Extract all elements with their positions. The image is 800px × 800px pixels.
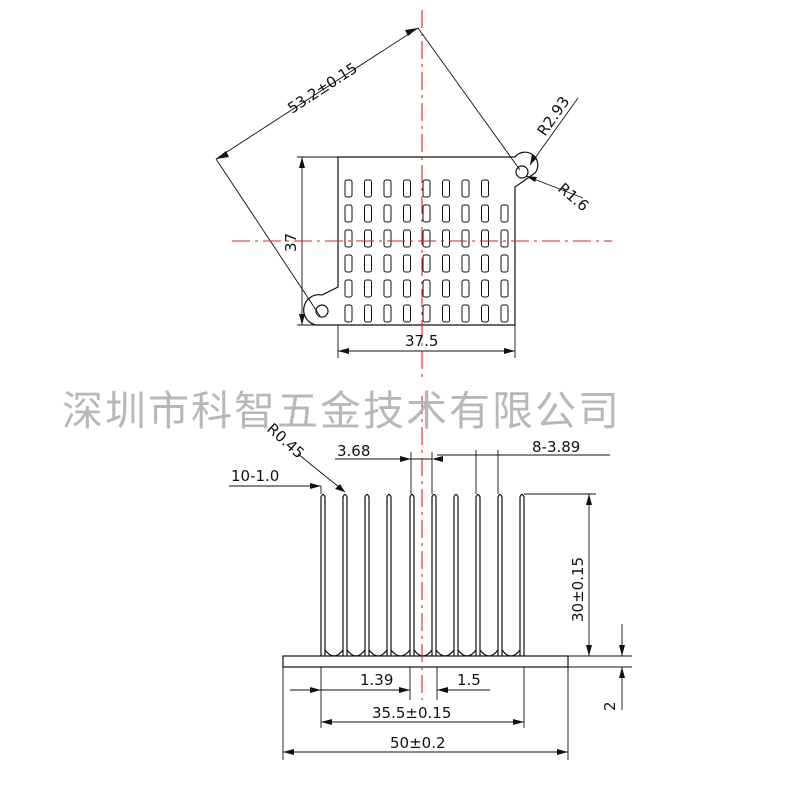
fin-slot <box>383 279 392 298</box>
fin-slot <box>383 229 392 248</box>
fin-gap-root <box>457 649 477 657</box>
fin-slot <box>481 179 489 198</box>
label-top-height: 37 <box>282 233 300 252</box>
fin-slot <box>500 204 509 223</box>
dimension-arrowheads <box>216 28 625 755</box>
mounting-hole-bottom-left <box>315 304 329 318</box>
fin-slot <box>422 229 431 248</box>
fin-slot <box>442 254 450 273</box>
label-fin-count-thickness: 10-1.0 <box>231 467 279 485</box>
fin-slot <box>383 204 392 223</box>
fin-slot <box>344 179 353 198</box>
fin-slot <box>383 179 392 198</box>
top-view-outline <box>303 151 539 326</box>
fin-slot <box>461 304 470 323</box>
fin-profile <box>342 493 348 656</box>
label-dim-a: 1.39 <box>360 671 393 689</box>
fin-slot <box>344 229 353 248</box>
fin-slot <box>403 204 411 223</box>
fin-slot <box>442 229 450 248</box>
fin-slot <box>422 304 431 323</box>
fin-slot <box>461 204 470 223</box>
fin-slot <box>403 179 411 198</box>
fin-slot <box>500 304 509 323</box>
fin-slot <box>442 304 450 323</box>
fin-slot-grid <box>344 179 509 323</box>
fin-slot <box>403 304 411 323</box>
fin-slot <box>383 304 392 323</box>
fin-slot <box>461 254 470 273</box>
fin-gap-root <box>368 649 388 657</box>
label-hole-radius: R1.6 <box>554 179 592 215</box>
fin-gap-root <box>501 649 521 657</box>
fin-profile <box>453 493 459 656</box>
company-watermark: 深圳市科智五金技术有限公司 <box>62 387 621 435</box>
fin-profile <box>386 493 392 656</box>
label-gap-spec: 8-3.89 <box>532 438 580 456</box>
label-base-thickness: 2 <box>601 701 619 711</box>
fin-slot <box>481 304 489 323</box>
fin-slot <box>422 204 431 223</box>
fin-profile <box>475 493 481 656</box>
side-view-base <box>282 655 569 668</box>
fin-slot <box>364 229 372 248</box>
label-fin-height: 30±0.15 <box>569 557 587 622</box>
fin-slot <box>403 229 411 248</box>
label-overall-width: 50±0.2 <box>390 734 446 752</box>
fin-profile <box>320 493 326 656</box>
fin-slot <box>442 204 450 223</box>
fin-gap-root <box>346 649 366 657</box>
fin-slot <box>481 279 489 298</box>
fin-slot <box>442 179 450 198</box>
fin-slot <box>364 204 372 223</box>
fin-slot <box>422 279 431 298</box>
fin-slot <box>481 229 489 248</box>
fin-slot <box>461 179 470 198</box>
fin-gap-root <box>390 649 411 657</box>
fin-gap-root <box>435 649 455 657</box>
top-view-dimension-lines <box>215 27 584 358</box>
fin-profile <box>364 493 370 656</box>
fin-slot <box>500 279 509 298</box>
label-top-width: 37.5 <box>405 332 438 350</box>
fin-slot <box>461 279 470 298</box>
label-fin-pitch: 3.68 <box>337 442 370 460</box>
fin-profile <box>519 493 525 656</box>
fin-slot <box>403 254 411 273</box>
fin-slot <box>500 254 509 273</box>
fin-slot <box>364 254 372 273</box>
fin-profile <box>497 493 503 656</box>
label-diagonal: 53.2±0.15 <box>284 59 360 117</box>
fin-slot <box>344 304 353 323</box>
fin-slot <box>344 254 353 273</box>
fin-profile-group <box>320 493 525 657</box>
fin-slot <box>344 279 353 298</box>
fin-profile <box>431 493 437 656</box>
fin-slot <box>344 204 353 223</box>
centerlines <box>232 10 612 700</box>
fin-slot <box>422 179 431 198</box>
fin-gap-root <box>413 649 433 657</box>
mounting-hole-top-right <box>515 165 529 179</box>
fin-slot <box>364 304 372 323</box>
fin-gap-root <box>479 649 499 657</box>
fin-profile <box>409 493 415 656</box>
fin-slot <box>500 229 509 248</box>
label-dim-b: 1.5 <box>457 671 481 689</box>
fin-slot <box>442 279 450 298</box>
fin-slot <box>461 229 470 248</box>
fin-slot <box>481 204 489 223</box>
fin-slot <box>364 279 372 298</box>
fin-slot <box>481 254 489 273</box>
fin-gap-root <box>324 649 344 657</box>
label-fin-span: 35.5±0.15 <box>372 704 451 722</box>
fin-slot <box>364 179 372 198</box>
fin-slot <box>422 254 431 273</box>
fin-slot <box>383 254 392 273</box>
fin-slot <box>403 279 411 298</box>
